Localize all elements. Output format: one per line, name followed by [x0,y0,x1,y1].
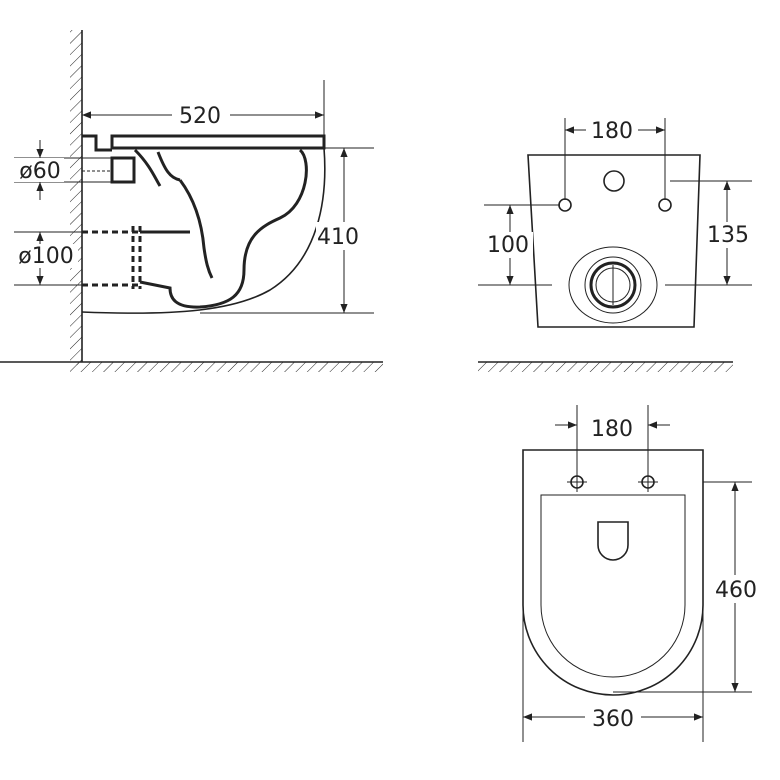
floor-hatch [70,362,383,372]
dim-520-label: 520 [179,104,221,129]
flush-hole [597,521,629,561]
dim-o60-label: ø60 [19,159,60,184]
dim-135-label: 135 [707,223,749,248]
bracket [82,134,112,152]
bowl-outer [81,147,326,314]
outlet-ring [584,256,642,314]
outlet-pipe [82,226,142,289]
floor-hatch-rear [478,362,733,372]
bowl-rim [133,148,190,234]
bolt-hole-left [558,198,572,212]
top-view: 180 460 360 [522,405,759,742]
bolt-hole-right [658,198,672,212]
side-view: 520 410 ø60 ø100 [0,30,383,372]
bowl-inner [139,148,308,309]
dim-100-label: 100 [487,233,529,258]
dim-410-label: 410 [317,225,359,250]
top-body-outer [522,449,704,696]
bolt-left-top [567,470,587,492]
dim-180-top-label: 180 [591,417,633,442]
inlet-hole [603,170,625,192]
rear-body [527,154,701,328]
wall-hatch [70,30,82,365]
dim-460-label: 460 [715,578,757,603]
dim-o100-label: ø100 [18,244,73,269]
top-bowl-inner [540,494,686,678]
bowl-trap [156,151,214,279]
inlet-pipe [82,156,136,184]
seat-lid [110,134,326,150]
dim-360-label: 360 [592,707,634,732]
dim-180-rear-label: 180 [591,119,633,144]
bolt-right-top [638,470,658,492]
outlet-ring-outer [568,246,658,324]
rear-view: 180 135 100 [478,118,752,372]
